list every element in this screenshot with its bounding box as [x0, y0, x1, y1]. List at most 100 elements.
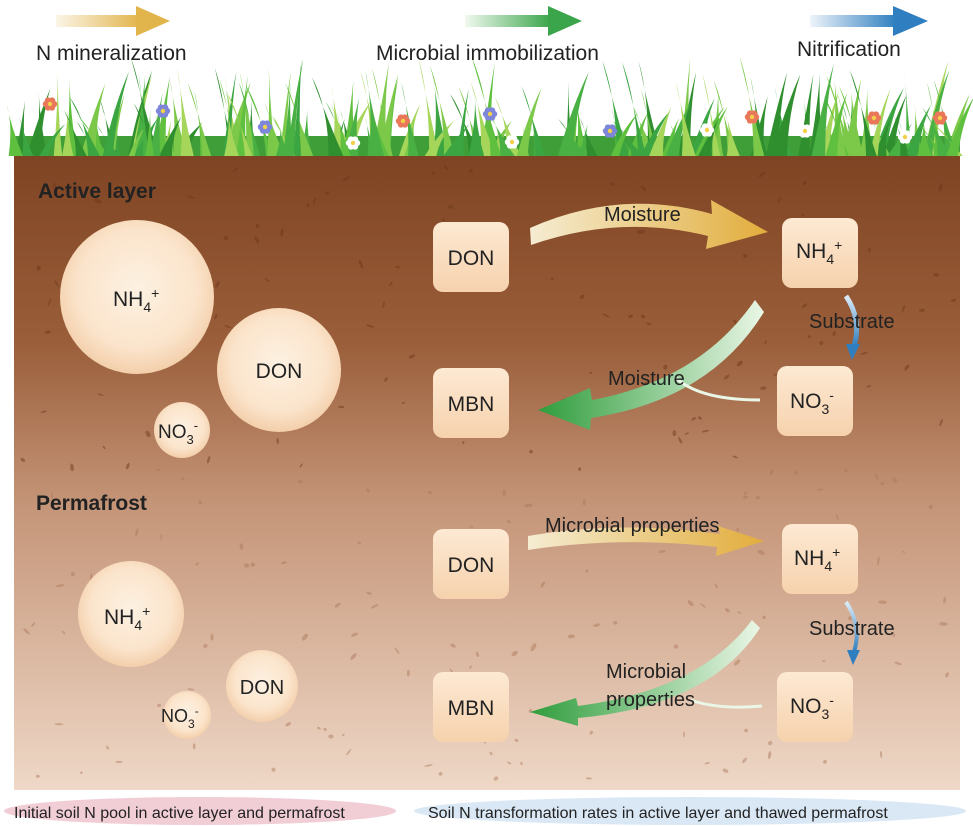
grass-blade — [429, 65, 456, 156]
grass-blade — [612, 120, 644, 156]
active-pool-don: DON — [217, 308, 341, 432]
active-rate-no3: NO3- — [777, 366, 853, 436]
svg-text:NH4+: NH4+ — [796, 237, 842, 267]
grass-blade — [869, 88, 891, 156]
svg-text:MBN: MBN — [448, 393, 495, 416]
grass-blade — [640, 111, 670, 156]
grass-blade — [633, 106, 658, 156]
caption-left: Initial soil N pool in active layer and … — [14, 805, 345, 822]
grass-blade — [272, 115, 295, 156]
grass-blade — [128, 70, 153, 156]
grass-blade — [927, 82, 944, 156]
grass-blade — [292, 59, 302, 157]
grass-blade — [224, 110, 239, 156]
permafrost-pool-nh4: NH4+ — [78, 561, 184, 667]
svg-text:NH4+: NH4+ — [794, 544, 840, 574]
grass-blade — [869, 114, 891, 156]
grass-blade — [841, 101, 859, 156]
active-mineralization-driver: Moisture — [604, 204, 681, 226]
grass-blade — [811, 63, 834, 156]
grass-blade — [917, 118, 932, 156]
permafrost-mineralization-driver: Microbial properties — [545, 515, 720, 537]
grass-blade — [771, 74, 801, 156]
grass-blade — [219, 78, 243, 156]
grass-blade — [450, 93, 481, 156]
grass-blade — [371, 67, 393, 156]
grass-blade — [169, 78, 187, 156]
legend-arrow-icon — [548, 6, 582, 36]
grass-blade — [78, 116, 110, 156]
flower-icon — [699, 123, 715, 137]
flower-icon — [744, 110, 760, 124]
permafrost-mineralization-arrow — [528, 526, 764, 556]
grass-blade — [133, 102, 158, 156]
grass-blade — [665, 101, 692, 156]
svg-text:NH4+: NH4+ — [113, 285, 159, 315]
grass-blade — [610, 112, 639, 156]
active-nitrification-arrowhead-icon — [846, 344, 860, 360]
grass-blade — [825, 92, 848, 156]
flower-icon — [257, 120, 273, 134]
grass-blade — [765, 72, 788, 156]
svg-text:NH4+: NH4+ — [104, 603, 150, 633]
grass-blade — [372, 62, 389, 156]
permafrost-rate-nh4: NH4+ — [782, 524, 858, 594]
svg-text:MBN: MBN — [448, 697, 495, 720]
svg-text:NO3-: NO3- — [158, 418, 198, 447]
grass-blade — [842, 78, 862, 156]
svg-text:DON: DON — [240, 677, 284, 699]
grass-blade — [325, 101, 355, 156]
permafrost-nitrification-driver: Substrate — [809, 618, 895, 640]
svg-text:NO3-: NO3- — [161, 704, 199, 731]
active-immobilization-tail — [674, 376, 761, 402]
grass-blade — [239, 71, 258, 156]
svg-text:NO3-: NO3- — [790, 692, 834, 722]
grass-blade — [602, 60, 629, 156]
grass-blade — [128, 124, 147, 156]
grass-blade — [285, 82, 314, 156]
grass-blade — [698, 118, 719, 156]
grass-blade — [264, 101, 285, 156]
legend-nitrification-label: Nitrification — [797, 38, 901, 61]
flower-icon — [395, 114, 411, 128]
active-nitrification-arrow — [843, 294, 860, 347]
svg-text:NO3-: NO3- — [790, 387, 834, 417]
flower-icon — [797, 124, 813, 138]
legend-arrow-icon — [136, 6, 170, 36]
grass-blade — [69, 96, 100, 156]
grass-blade — [19, 116, 34, 156]
grass-blade — [579, 117, 598, 156]
svg-text:DON: DON — [448, 554, 495, 577]
svg-text:DON: DON — [448, 247, 495, 270]
legend-immobilization-label: Microbial immobilization — [376, 42, 599, 65]
legend-nitrification: Nitrification — [797, 6, 928, 61]
grass-blade — [15, 100, 26, 156]
grass-blade — [102, 71, 129, 156]
permafrost-nitrification-arrow — [844, 600, 859, 653]
grass-blade — [236, 75, 248, 156]
grass-blade — [145, 108, 154, 156]
permafrost-immobilization-tail — [689, 698, 763, 709]
grass-blade — [702, 74, 721, 156]
svg-text:DON: DON — [256, 360, 303, 383]
grass-blade — [558, 118, 588, 156]
active-pool-no3: NO3- — [154, 402, 210, 458]
grass-blade — [905, 104, 932, 156]
grass-blade — [187, 82, 212, 156]
grass-blade — [578, 124, 588, 156]
grass-blade — [226, 92, 253, 156]
grass-blade — [946, 98, 973, 156]
grass-blade — [471, 56, 502, 157]
grass-blade — [621, 61, 647, 156]
permafrost-title: Permafrost — [36, 492, 147, 515]
grass-blade — [418, 59, 440, 157]
grass-blade — [713, 80, 737, 156]
grass-blade — [849, 69, 877, 156]
grass-blade — [608, 125, 637, 156]
flower-icon — [504, 135, 520, 149]
grass-blade — [245, 84, 275, 156]
permafrost-rate-don: DON — [433, 529, 509, 599]
active-rate-don: DON — [433, 222, 509, 292]
grass-blade — [922, 107, 952, 156]
